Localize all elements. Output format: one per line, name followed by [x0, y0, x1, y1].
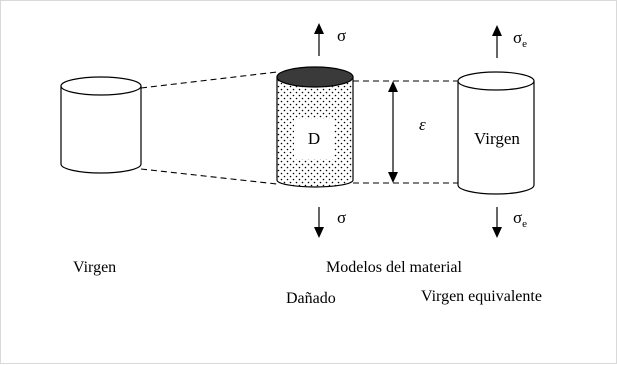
caption-danado: Dañado [286, 290, 336, 307]
strain-label: ε [419, 115, 426, 134]
sigma-e-arrow-bottom [492, 207, 502, 238]
caption-virgen: Virgen [73, 259, 116, 276]
virgin-equivalent-inner-label: Virgen [474, 129, 520, 148]
strain-arrow [388, 81, 398, 183]
sigma-arrow-top [314, 23, 324, 56]
sigma-label-top: σ [337, 26, 346, 45]
sigma-e-arrow-top [492, 25, 502, 58]
sigma-e-label-bottom: σe [513, 208, 527, 230]
virgin-cylinder-left [60, 76, 142, 174]
damage-label: D [308, 129, 320, 148]
sigma-e-label-top: σe [513, 28, 527, 50]
damaged-cylinder: D [276, 66, 354, 188]
sigma-label-bottom: σ [337, 208, 346, 227]
damaged-top-face [276, 66, 354, 88]
projection-lines [140, 71, 461, 185]
caption-virgen-equivalente: Virgen equivalente [421, 288, 542, 305]
sigma-arrow-bottom [314, 207, 324, 238]
virgin-equivalent-cylinder: Virgen [457, 71, 535, 195]
damage-label-box [294, 119, 334, 159]
caption-modelos: Modelos del material [326, 259, 463, 276]
